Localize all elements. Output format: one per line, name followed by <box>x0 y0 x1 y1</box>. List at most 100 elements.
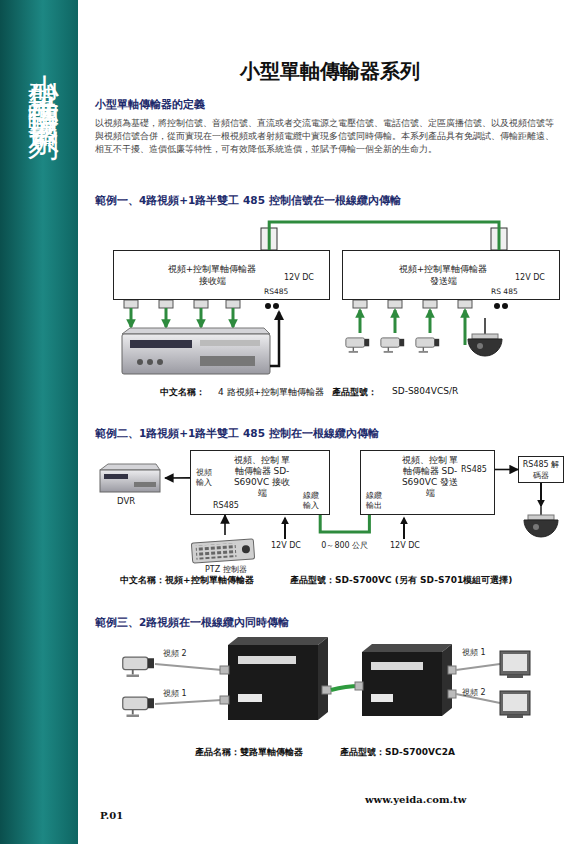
page-label: 12V DC <box>390 541 420 550</box>
node-text: 視頻 輸入 <box>196 468 216 488</box>
dvr-button <box>137 359 143 365</box>
dvr-button <box>147 359 153 365</box>
camera-icon <box>123 657 154 677</box>
video-arrow <box>165 308 168 327</box>
dome-highlight <box>533 524 539 530</box>
page-label: 中文名稱：視頻+控制單軸傳輸器 <box>120 574 254 587</box>
receiver-box: 視頻、控制 單軸傳輸器 SD-S690VC 接收端視頻 輸入RS485線纜 輸入 <box>190 450 330 515</box>
camera-icon <box>346 338 369 353</box>
monitor-stand <box>507 675 523 678</box>
edge-label: 0～800 公尺 <box>321 540 368 551</box>
node-text: RS485 <box>264 287 288 296</box>
signal-connector <box>495 469 518 471</box>
bnc-connector <box>458 300 472 308</box>
page-label: SD-S804VCS/R <box>392 386 458 396</box>
receiver-box: 視頻+控制單軸傳輸器 接收端12V DCRS485 <box>113 250 330 300</box>
power-arrow <box>403 518 405 539</box>
page-title: 小型單軸傳輸器系列 <box>78 58 581 85</box>
bnc-connector <box>448 666 456 674</box>
device-top <box>228 637 328 645</box>
bnc-connector <box>124 300 138 308</box>
terminal-dot <box>494 303 500 309</box>
device-top <box>362 644 452 652</box>
monitor <box>500 651 530 675</box>
page-label: 視頻 2 <box>163 648 187 659</box>
page-label: 產品名稱：雙路單軸傳輸器 <box>195 746 303 759</box>
video-arrow <box>200 308 203 327</box>
bnc-connector <box>355 682 363 690</box>
device-side <box>318 637 328 720</box>
device-side <box>442 644 452 716</box>
rs485-wire <box>270 312 279 366</box>
dual-receiver <box>362 652 442 716</box>
page-label: 範例二、1路視頻+1路半雙工 485 控制在一根線纜內傳輸 <box>95 427 379 441</box>
side-band: 小型單軸傳輸器系列 <box>0 0 78 844</box>
dvr-recorder <box>100 470 160 492</box>
brand-plate <box>371 694 393 702</box>
dvr-top <box>100 464 160 470</box>
page-label: 12V DC <box>271 541 301 550</box>
dvr-panel <box>200 356 255 366</box>
node-text: 小型單軸傳輸器系列 <box>23 50 65 113</box>
video-cable <box>456 664 500 670</box>
page-label: 產品型號： <box>332 386 377 399</box>
bnc-connector <box>353 300 367 308</box>
page-label: 視頻 1 <box>462 647 486 658</box>
bnc-connector <box>261 228 277 250</box>
node-text: 線纜 輸出 <box>366 491 386 511</box>
sender-box: 視頻+控制單軸傳輸器 發送端 12V DC RS 485 <box>342 250 560 300</box>
signal-connector <box>224 515 226 535</box>
video-arrow <box>464 310 467 345</box>
bnc-connector <box>388 300 402 308</box>
dvr-device: DVR <box>95 462 165 510</box>
page-label: 產品型號：SD-S700VC (另有 SD-S701模組可選擇) <box>290 574 512 587</box>
bnc-connector <box>194 300 208 308</box>
brand-plate <box>238 694 262 702</box>
video-arrow <box>394 310 397 333</box>
node-text: 12V DC <box>515 273 545 282</box>
node-text: 視頻+控制單軸傳輸器 發送端 <box>393 263 493 287</box>
node-text: RS485 <box>213 501 239 510</box>
dvr-display <box>104 474 128 479</box>
video-arrow <box>232 308 235 327</box>
video-cable <box>155 700 222 704</box>
bnc-connector <box>220 666 229 674</box>
control-arrow <box>540 483 542 506</box>
node-text: 視頻、控制 單軸傳輸器 SD-S690VC 發送端 <box>400 455 460 499</box>
page-label: 以視頻為基礎，將控制信號、音頻信號、直流或者交流電源之電壓信號、電話信號、定區廣… <box>95 117 560 156</box>
page-label: 產品型號：SD-S700VC2A <box>340 746 455 759</box>
monitor <box>500 691 530 715</box>
page-label: 範例三、2路視頻在一根線纜內同時傳輸 <box>95 616 289 630</box>
dvr-panel <box>134 482 156 487</box>
ptz-keyboard <box>191 539 254 563</box>
coax-cable <box>269 222 499 250</box>
bnc-connector <box>448 690 456 698</box>
dome-camera <box>524 520 558 537</box>
power-arrow <box>284 518 286 539</box>
coax-cable <box>320 515 369 532</box>
page-label: 範例一、4路視頻+1路半雙工 485 控制信號在一根線纜內傳輸 <box>95 194 401 208</box>
keyboard-keys <box>196 543 237 560</box>
monitor-screen <box>503 694 527 711</box>
dome-base <box>528 515 554 520</box>
monitor-stand <box>507 715 523 718</box>
page-label: 小型單軸傳輸器的定義 <box>95 97 205 112</box>
video-arrow <box>130 308 133 327</box>
joystick <box>242 545 251 554</box>
dvr-panel <box>200 340 260 346</box>
page-label: P.01 <box>100 810 123 821</box>
video-cable <box>155 664 222 670</box>
node-text: RS 485 <box>491 287 518 296</box>
node-text: RS485 <box>461 465 487 474</box>
dome-camera <box>468 339 502 356</box>
monitor-screen <box>503 654 527 671</box>
dvr-recorder <box>122 334 270 374</box>
node-text: RS485 解碼器 <box>519 459 563 481</box>
page-label: www.yeida.com.tw <box>365 794 466 805</box>
node-text: 視頻、控制 單軸傳輸器 SD-S690VC 接收端 <box>232 455 292 499</box>
node-text: PTZ 控制器 <box>205 564 247 575</box>
node-text: DVR <box>117 496 135 506</box>
ptz-controller: PTZ 控制器 <box>185 535 265 577</box>
page-label: 4 路視頻+控制單軸傳輸器 <box>218 386 324 399</box>
